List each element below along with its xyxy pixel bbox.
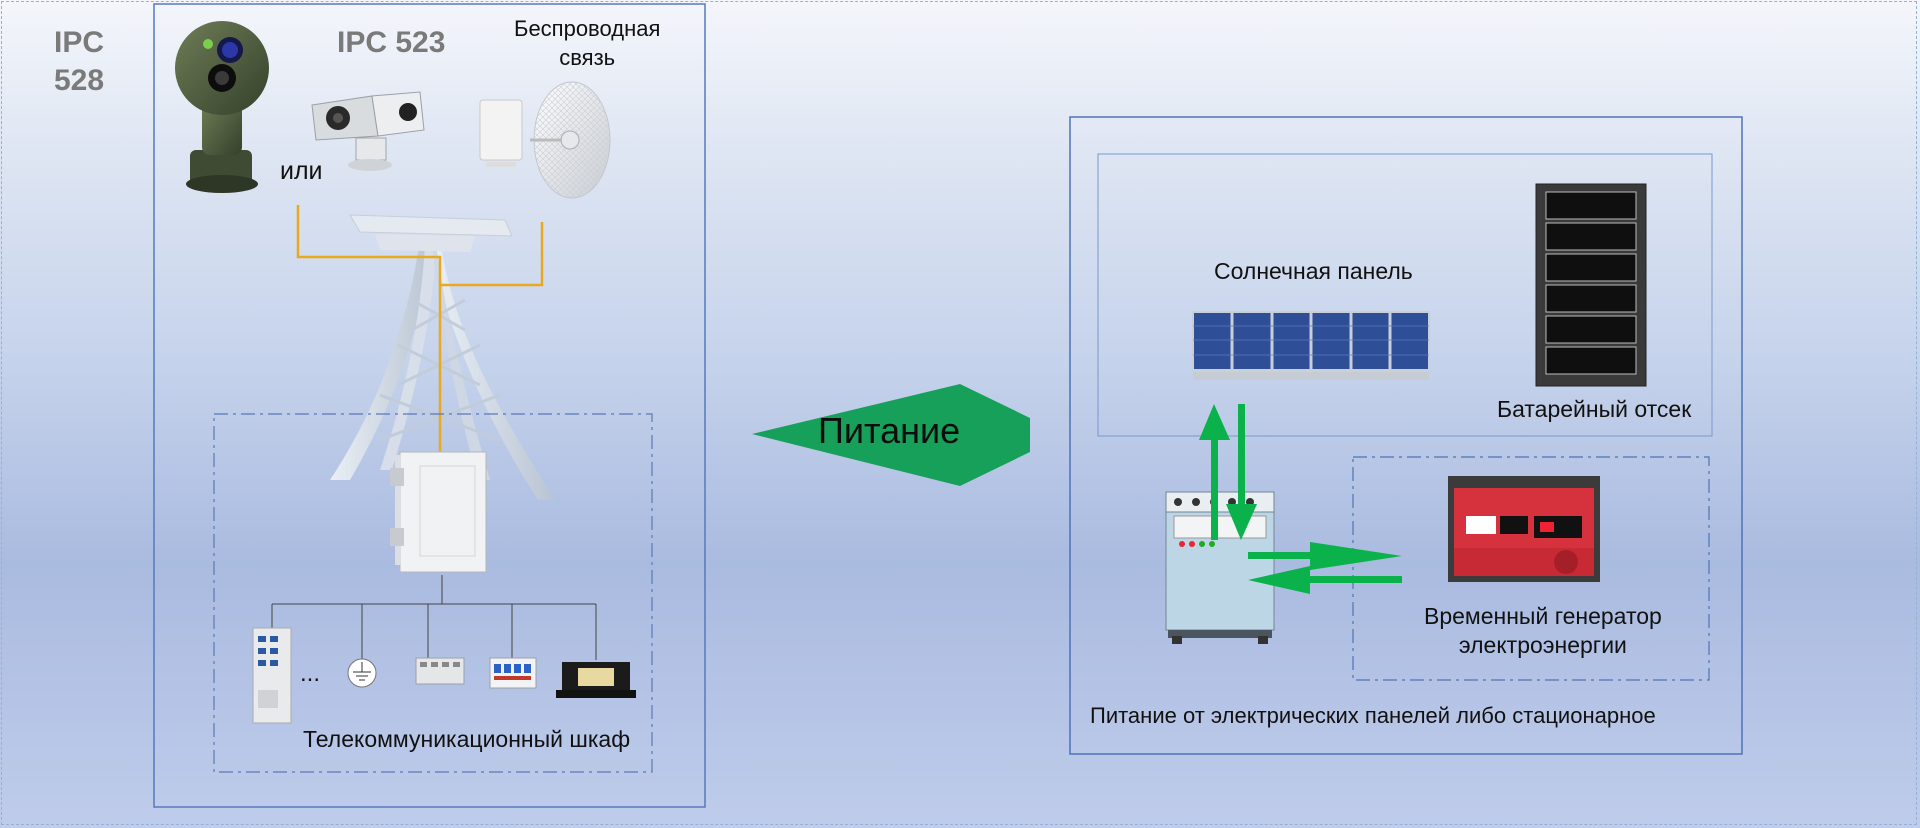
telecom-cabinet-label: Телекоммуникационный шкаф [303,726,631,752]
solar-battery-box [1097,153,1713,437]
left-panel-box [153,3,706,808]
power-controller-image [1165,491,1275,644]
wireless-label: Беспроводная связь [514,14,660,72]
ipc523-camera-image [311,91,425,171]
cabinet-enclosure-image [390,451,487,573]
generator-box [1352,456,1710,681]
circuit-breakers-image [489,657,537,689]
battery-rack-image [1535,183,1647,387]
cabinet-wiring [271,575,597,662]
generator-label: Временный генератор электроэнергии [1424,602,1662,660]
ipc528-label-line2: 528 [54,64,105,97]
generator-image [1448,476,1600,582]
battery-bay-label: Батарейный отсек [1497,396,1692,422]
ipc528-label-line1: IPC [54,26,105,59]
camera-cables [296,205,544,480]
or-label: или [280,157,323,185]
ellipsis-label: ... [300,660,321,687]
power-flow-arrows [1199,404,1402,594]
wireless-label-line2: связь [559,45,616,70]
ipc523-label: IPC 523 [337,26,446,59]
tower-illustration [330,214,555,500]
network-switch-image [252,627,292,724]
generator-label-line2: электроэнергии [1458,632,1627,658]
solar-panels-image [1192,311,1430,380]
ipc528-label: IPC 528 [54,24,104,100]
ground-symbol [347,658,377,688]
power-source-label: Питание от электрических панелей либо ст… [1090,703,1656,728]
right-panel-box [1069,116,1743,755]
wireless-label-line1: Беспроводная [514,16,661,41]
telecom-cabinet-box [213,413,653,773]
solar-panel-label: Солнечная панель [1214,258,1413,284]
wireless-equipment-image [479,81,611,199]
generator-label-line1: Временный генератор [1424,603,1662,629]
power-arrow [752,384,1030,486]
ipc528-camera-image [175,21,269,193]
surge-protector-image [415,657,465,685]
power-supply-image [556,662,636,698]
power-arrow-label: Питание [818,410,961,451]
